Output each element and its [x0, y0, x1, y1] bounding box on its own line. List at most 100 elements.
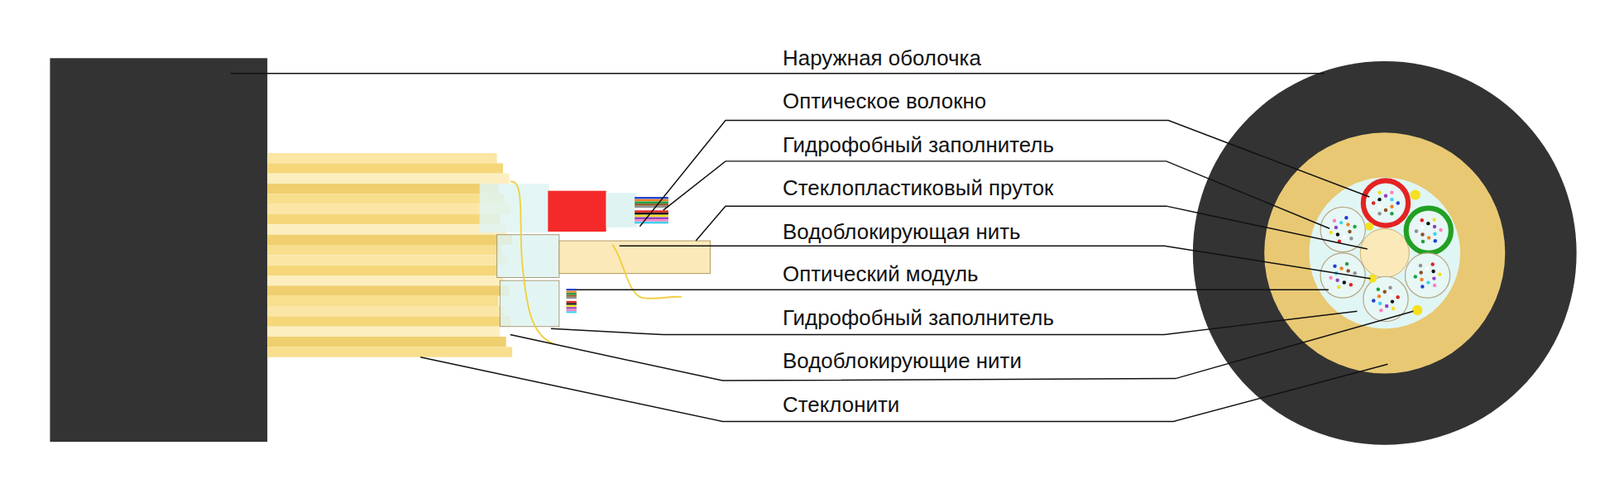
yarn-stripe [267, 173, 509, 184]
leader-line [619, 245, 1371, 278]
fiber-dot [1420, 284, 1424, 288]
fiber-dot [1383, 290, 1387, 294]
fiber-dot [1349, 282, 1353, 287]
fiber-dot [1432, 231, 1437, 235]
fiber-dot [1414, 229, 1418, 233]
fiber [634, 216, 669, 219]
fiber-dot [1418, 270, 1423, 274]
fiber-dot [1377, 211, 1381, 216]
fiber-dot [1342, 280, 1347, 284]
fiber [566, 302, 577, 305]
fiber-dot [1377, 190, 1381, 194]
part-label: Гидрофобный заполнитель [782, 306, 1054, 331]
thread-dot [1365, 222, 1374, 231]
fiber-dot [1344, 215, 1348, 220]
fiber [566, 298, 577, 301]
fiber [566, 294, 577, 297]
fiber-dot [1432, 276, 1436, 280]
yarn-stripe [267, 326, 500, 337]
water-blocking-thread [510, 181, 557, 345]
fiber-dot [1426, 221, 1430, 226]
yarn-stripe [267, 346, 513, 357]
fiber [634, 215, 669, 217]
fiber-dot [1396, 201, 1400, 205]
fiber-dot [1376, 287, 1380, 292]
yarn-stripe [267, 204, 511, 215]
fiber-dot [1332, 219, 1337, 223]
yarn-stripe [267, 224, 507, 235]
fiber-dot [1334, 225, 1338, 230]
part-label: Стеклонити [782, 392, 900, 418]
module-section [1320, 206, 1366, 252]
yarn-stripe [267, 285, 509, 296]
fiber-dot [1347, 229, 1351, 234]
fiber-dot [1390, 299, 1395, 303]
fiber-dot [1347, 276, 1351, 280]
fiber-dot [1420, 232, 1424, 236]
module-tube [497, 234, 560, 278]
part-label: Водоблокирующие нити [782, 349, 1022, 374]
yarn-stripe [267, 336, 507, 347]
yarn-stripe [267, 193, 505, 204]
fiber-dot [1389, 197, 1394, 202]
part-label: Водоблокирующая нить [782, 219, 1021, 245]
fiber [566, 306, 577, 309]
fiber-dot [1431, 269, 1435, 274]
yarn-stripe [267, 316, 511, 326]
red-module [547, 191, 606, 232]
fiber-dot [1346, 268, 1350, 273]
leader-line [576, 289, 1329, 291]
fiber [634, 201, 669, 203]
fiber-dot [1342, 234, 1347, 239]
yarn-stripe [267, 275, 503, 286]
fiber [566, 309, 577, 312]
module-section [1404, 253, 1450, 298]
thread-dot [1412, 305, 1423, 316]
module-tube [499, 280, 560, 327]
fiber-dot [1389, 190, 1394, 194]
fiber-dot [1418, 263, 1423, 268]
fiber [566, 297, 577, 299]
yarn-stripe [267, 306, 505, 317]
fiber [634, 203, 669, 206]
yarn-stripe [267, 254, 508, 265]
part-label: Оптическое волокно [782, 88, 987, 114]
fiber [566, 291, 577, 293]
fiber [634, 199, 669, 202]
yarn-stripe [267, 162, 503, 173]
fiber [566, 292, 577, 295]
part-label: Стеклопластиковый пруток [782, 175, 1054, 201]
yarn-stripe [267, 265, 498, 276]
fiber-dot [1437, 272, 1442, 276]
yarn-stripe [267, 214, 500, 225]
leader-line [230, 72, 1325, 74]
fiber-dot [1345, 262, 1349, 266]
part-label: Гидрофобный заполнитель [782, 132, 1054, 158]
fiber-dot [1371, 298, 1375, 302]
fiber [566, 311, 577, 313]
fiber [634, 221, 669, 224]
fiber-dot [1425, 266, 1429, 270]
fiber-dot [1352, 271, 1356, 275]
module-tube [479, 183, 550, 233]
fiber-dot [1413, 274, 1418, 278]
glass-yarn-layer [1264, 132, 1505, 374]
fiber-dot [1389, 205, 1394, 209]
module-section [1363, 180, 1409, 226]
part-label: Наружная оболочка [782, 46, 982, 72]
frp-rod-section [1360, 228, 1409, 278]
leader-line [663, 161, 1330, 229]
fiber-dot [1329, 230, 1333, 235]
water-blocking-thread [612, 244, 682, 299]
fiber-dot [1336, 232, 1340, 236]
fiber-dot [1377, 294, 1381, 298]
fiber-dot [1432, 283, 1437, 288]
glass-yarns [267, 153, 513, 358]
module-section [1320, 253, 1366, 298]
part-label: Оптический модуль [782, 262, 979, 288]
outer-jacket [49, 57, 268, 442]
optical-modules [1320, 180, 1452, 321]
fiber-dot [1432, 217, 1436, 221]
